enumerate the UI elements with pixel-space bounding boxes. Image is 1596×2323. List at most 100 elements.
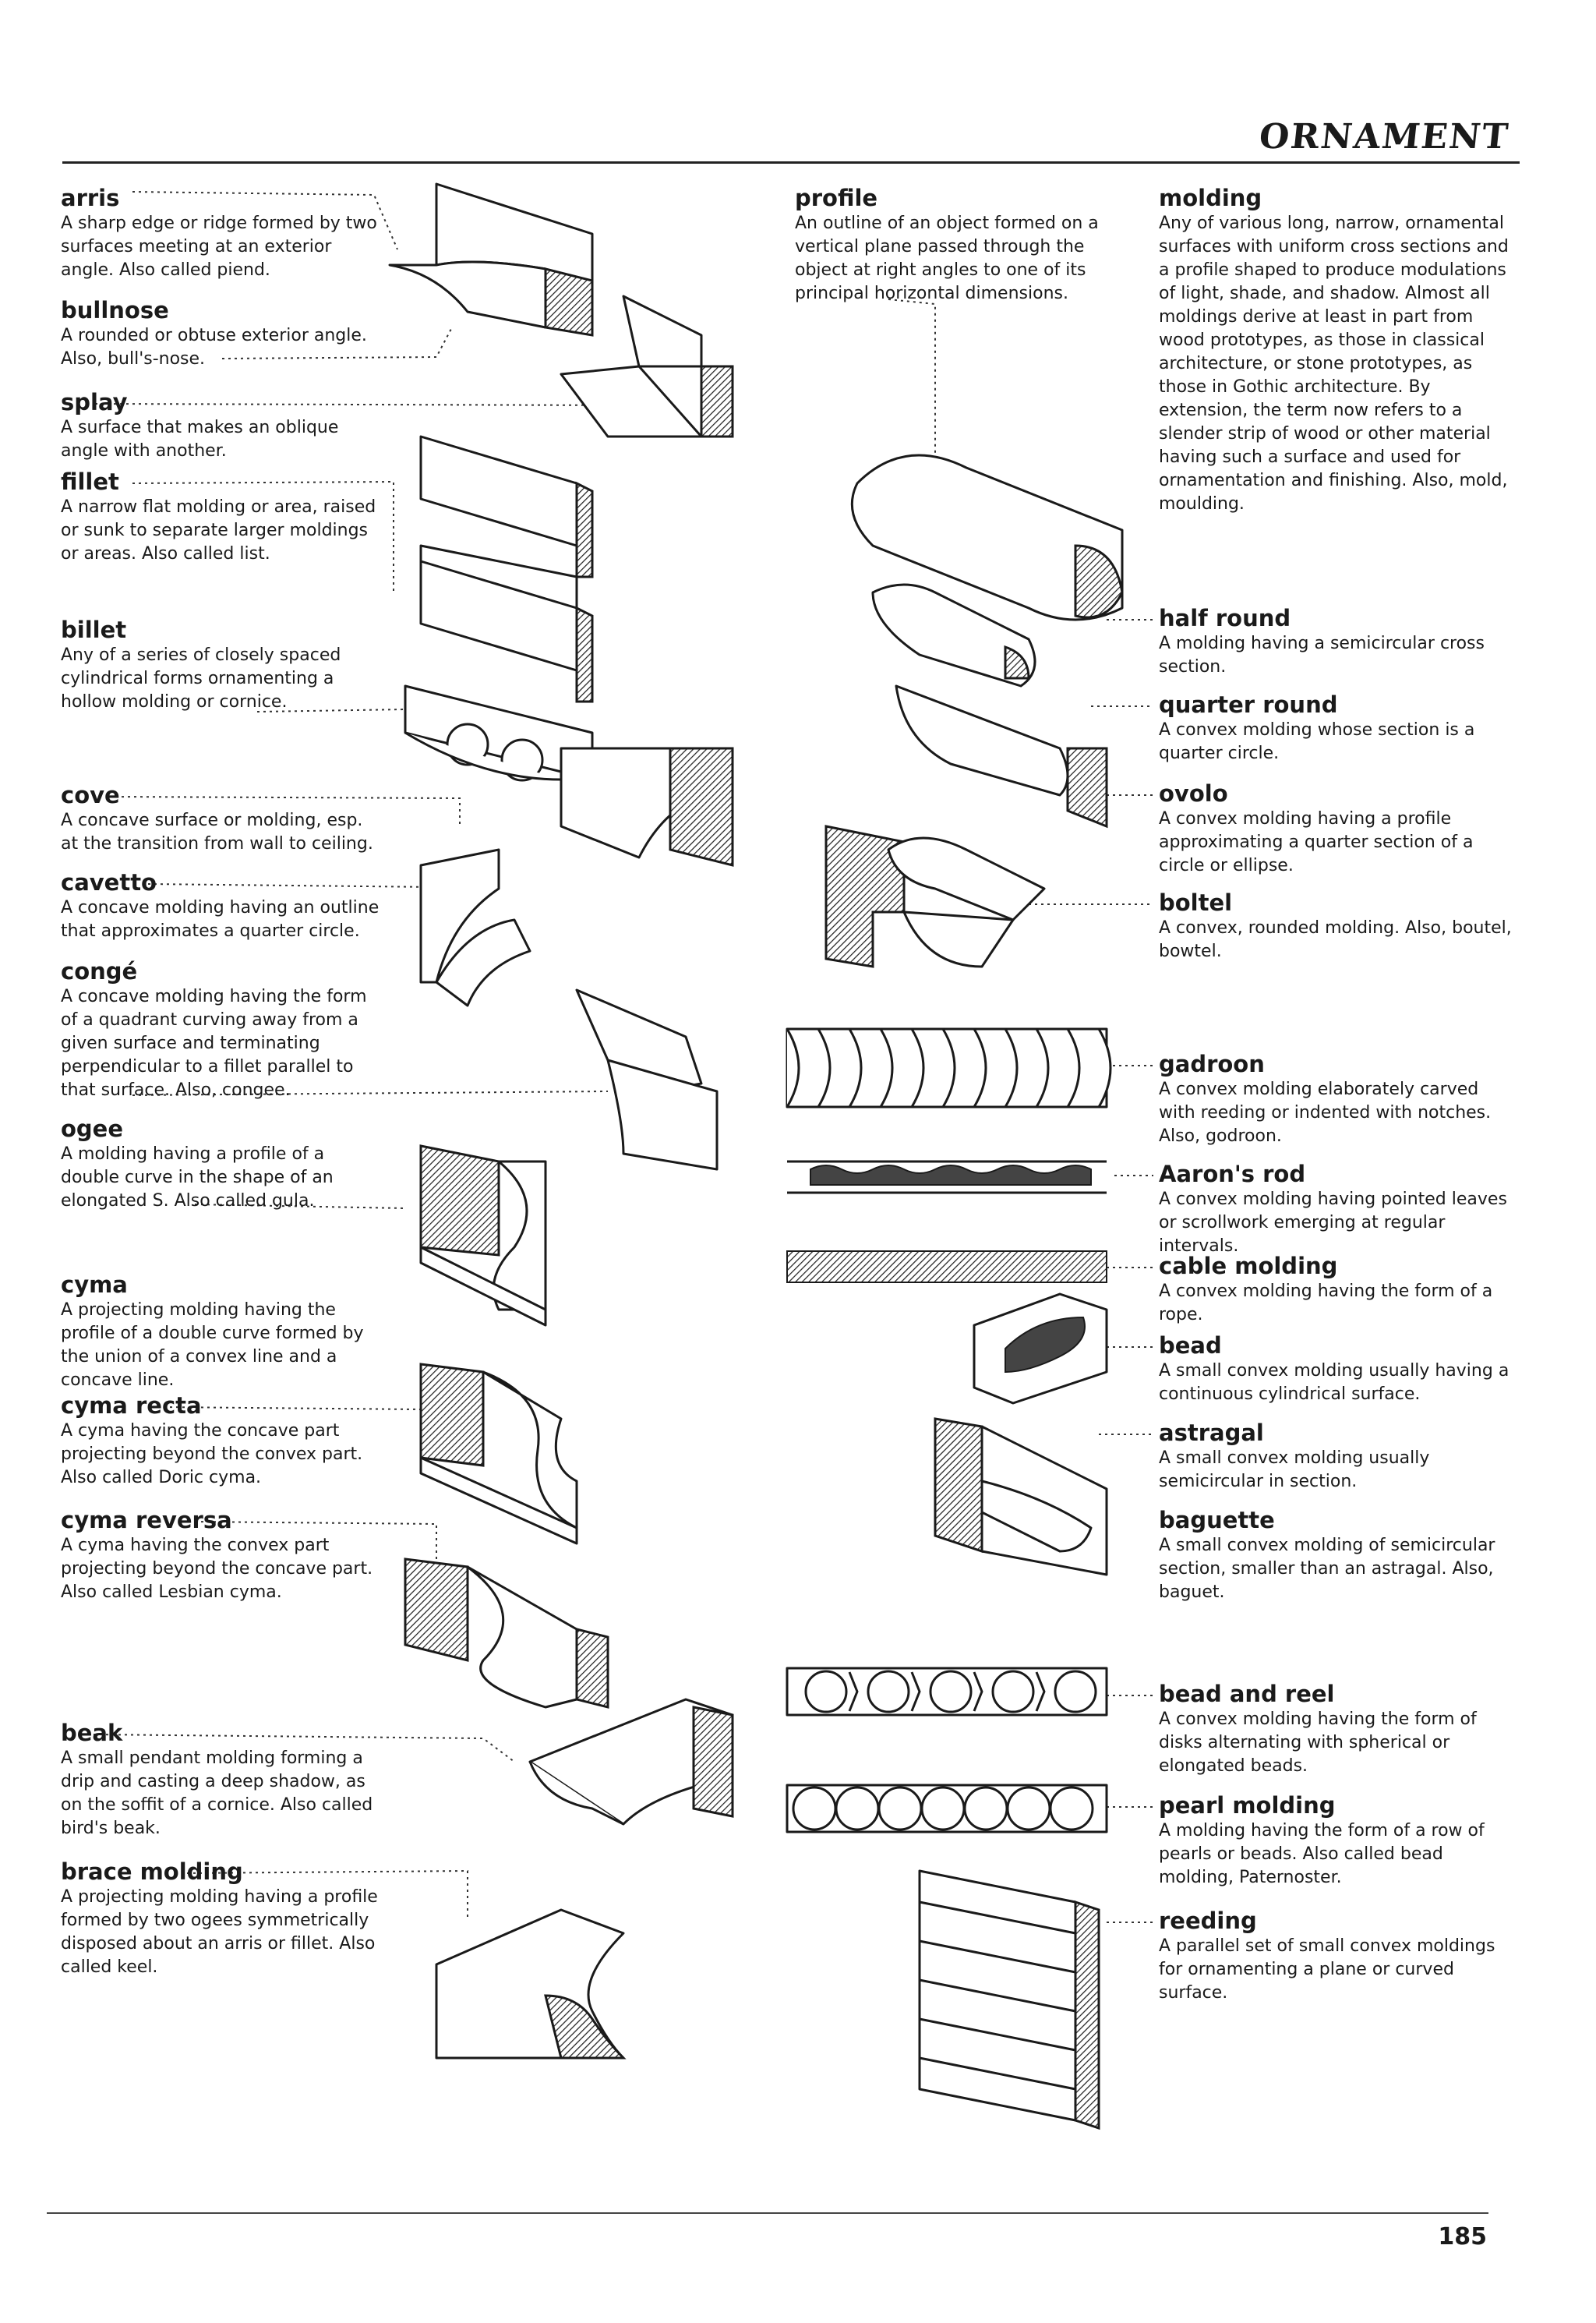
- cove-illustration: [560, 747, 734, 867]
- entry-splay: splay A surface that makes an oblique an…: [61, 388, 380, 463]
- entry-aarons-rod: Aaron's rod A convex molding having poin…: [1159, 1160, 1513, 1258]
- def-cyma: A projecting molding having the profile …: [61, 1300, 364, 1390]
- def-astragal: A small convex molding usually semicircu…: [1159, 1448, 1430, 1491]
- cyma-reversa-illustration: [404, 1558, 609, 1709]
- entry-ovolo: ovolo A convex molding having a profile …: [1159, 780, 1513, 878]
- ogee-illustration: [419, 1144, 547, 1327]
- def-reeding: A parallel set of small convex moldings …: [1159, 1936, 1495, 2003]
- entry-cavetto: cavetto A concave molding having an outl…: [61, 868, 380, 943]
- fillet-illustration: [419, 435, 594, 703]
- entry-reeding: reeding A parallel set of small convex m…: [1159, 1907, 1513, 2005]
- bead-illustration: [973, 1292, 1108, 1405]
- def-cavetto: A concave molding having an outline that…: [61, 898, 380, 941]
- entry-bead-and-reel: bead and reel A convex molding having th…: [1159, 1680, 1513, 1778]
- beak-illustration: [528, 1698, 734, 1826]
- term-fillet: fillet: [61, 468, 119, 495]
- term-cyma-recta: cyma recta: [61, 1392, 202, 1419]
- term-bead-and-reel: bead and reel: [1159, 1681, 1335, 1707]
- leader-lines-left: [93, 191, 640, 1918]
- def-bead: A small convex molding usually having a …: [1159, 1361, 1509, 1404]
- term-reeding: reeding: [1159, 1908, 1257, 1934]
- astragal-illustration: [934, 1417, 1108, 1576]
- term-profile: profile: [795, 185, 878, 211]
- header-rule: [62, 161, 1520, 164]
- def-splay: A surface that makes an oblique angle wi…: [61, 418, 339, 461]
- term-arris: arris: [61, 185, 120, 211]
- entry-bullnose: bullnose A rounded or obtuse exterior an…: [61, 296, 380, 371]
- term-pearl-molding: pearl molding: [1159, 1792, 1336, 1819]
- term-gadroon: gadroon: [1159, 1051, 1265, 1077]
- quarter-round-illustration: [871, 583, 1036, 688]
- entry-quarter-round: quarter round A convex molding whose sec…: [1159, 691, 1513, 765]
- def-half-round: A molding having a semicircular cross se…: [1159, 634, 1485, 677]
- gadroon-illustration: [786, 1027, 1112, 1108]
- def-aarons-rod: A convex molding having pointed leaves o…: [1159, 1190, 1507, 1256]
- def-bullnose: A rounded or obtuse exterior angle. Also…: [61, 326, 367, 369]
- page-number: 185: [1438, 2223, 1487, 2251]
- bead-and-reel-illustration: [786, 1667, 1108, 1717]
- entry-molding: molding Any of various long, narrow, orn…: [1159, 184, 1513, 516]
- def-arris: A sharp edge or ridge formed by two surf…: [61, 214, 377, 280]
- def-ovolo: A convex molding having a profile approx…: [1159, 809, 1474, 875]
- term-cavetto: cavetto: [61, 869, 157, 896]
- term-beak: beak: [61, 1720, 123, 1746]
- def-baguette: A small convex molding of semicircular s…: [1159, 1536, 1495, 1602]
- def-cyma-reversa: A cyma having the convex part projecting…: [61, 1536, 373, 1602]
- def-cove: A concave surface or molding, esp. at th…: [61, 811, 373, 854]
- entry-baguette: baguette A small convex molding of semic…: [1159, 1506, 1513, 1604]
- entry-bead: bead A small convex molding usually havi…: [1159, 1331, 1513, 1406]
- entry-cable-molding: cable molding A convex molding having th…: [1159, 1252, 1513, 1327]
- term-cable-molding: cable molding: [1159, 1253, 1338, 1279]
- half-round-illustration: [850, 454, 1124, 621]
- def-profile: An outline of an object formed on a vert…: [795, 214, 1099, 303]
- boltel-illustration: [824, 825, 1046, 968]
- term-astragal: astragal: [1159, 1420, 1264, 1446]
- def-cable-molding: A convex molding having the form of a ro…: [1159, 1282, 1493, 1324]
- entry-fillet: fillet A narrow flat molding or area, ra…: [61, 468, 380, 566]
- entry-ogee: ogee A molding having a profile of a dou…: [61, 1115, 380, 1213]
- term-conge: congé: [61, 958, 138, 985]
- entry-cyma: cyma A projecting molding having the pro…: [61, 1271, 380, 1392]
- conge-illustration: [575, 988, 719, 1171]
- splay-illustration: [560, 295, 734, 438]
- entry-billet: billet Any of a series of closely spaced…: [61, 616, 380, 714]
- entry-cove: cove A concave surface or molding, esp. …: [61, 781, 380, 856]
- entry-profile: profile An outline of an object formed o…: [795, 184, 1138, 306]
- footer-rule: [47, 2212, 1488, 2214]
- entry-conge: congé A concave molding having the form …: [61, 957, 380, 1102]
- entry-brace-molding: brace molding A projecting molding havin…: [61, 1858, 380, 1979]
- def-quarter-round: A convex molding whose section is a quar…: [1159, 720, 1475, 763]
- ovolo-illustration: [895, 684, 1108, 829]
- entry-beak: beak A small pendant molding forming a d…: [61, 1719, 380, 1840]
- pearl-molding-illustration: [786, 1784, 1108, 1833]
- def-billet: Any of a series of closely spaced cylind…: [61, 645, 341, 712]
- cyma-recta-illustration: [419, 1363, 578, 1545]
- cavetto-illustration: [419, 848, 531, 1007]
- arris-illustration: [388, 182, 594, 337]
- def-cyma-recta: A cyma having the concave part projectin…: [61, 1421, 363, 1487]
- def-conge: A concave molding having the form of a q…: [61, 987, 367, 1100]
- entry-pearl-molding: pearl molding A molding having the form …: [1159, 1791, 1513, 1890]
- entry-gadroon: gadroon A convex molding elaborately car…: [1159, 1050, 1513, 1148]
- def-gadroon: A convex molding elaborately carved with…: [1159, 1080, 1492, 1146]
- term-brace-molding: brace molding: [61, 1858, 243, 1885]
- def-boltel: A convex, rounded molding. Also, boutel,…: [1159, 918, 1512, 961]
- term-cyma: cyma: [61, 1271, 128, 1298]
- term-baguette: baguette: [1159, 1507, 1275, 1533]
- def-molding: Any of various long, narrow, ornamental …: [1159, 214, 1509, 514]
- term-ogee: ogee: [61, 1116, 124, 1142]
- billet-illustration: [404, 684, 594, 782]
- term-billet: billet: [61, 617, 127, 643]
- def-bead-and-reel: A convex molding having the form of disk…: [1159, 1710, 1477, 1776]
- def-pearl-molding: A molding having the form of a row of pe…: [1159, 1821, 1485, 1887]
- term-molding: molding: [1159, 185, 1262, 211]
- entry-half-round: half round A molding having a semicircul…: [1159, 604, 1513, 679]
- reeding-illustration: [918, 1869, 1100, 2130]
- term-boltel: boltel: [1159, 889, 1233, 916]
- cable-molding-illustration: [786, 1250, 1107, 1283]
- term-quarter-round: quarter round: [1159, 691, 1338, 718]
- def-beak: A small pendant molding forming a drip a…: [61, 1748, 373, 1838]
- aarons-rod-illustration: [787, 1160, 1107, 1194]
- term-bullnose: bullnose: [61, 297, 169, 324]
